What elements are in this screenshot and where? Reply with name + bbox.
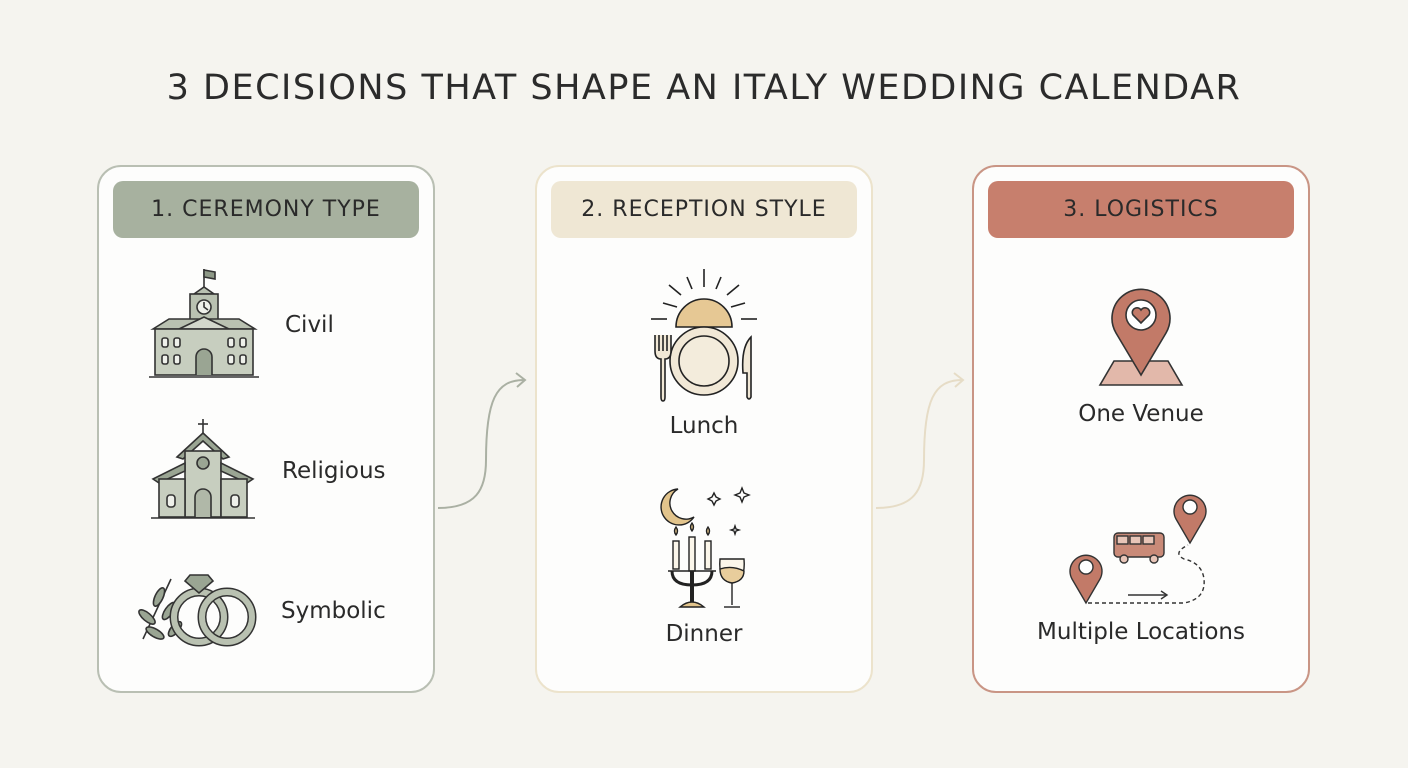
option-one-venue: One Venue	[974, 285, 1308, 427]
arrow-connector-icon	[437, 372, 527, 509]
page-title: 3 DECISIONS THAT SHAPE AN ITALY WEDDING …	[166, 68, 1242, 108]
option-lunch: Lunch	[537, 267, 871, 439]
option-religious: Religious	[151, 419, 386, 523]
option-label: Religious	[282, 458, 386, 484]
option-label: Dinner	[665, 621, 743, 647]
sun-plate-icon	[651, 269, 757, 402]
option-civil: Civil	[149, 267, 334, 382]
card-header: 1. CEREMONY TYPE	[113, 181, 419, 238]
arrow-connector-icon	[875, 372, 965, 509]
option-label: Civil	[285, 311, 334, 338]
card-header: 3. LOGISTICS	[988, 181, 1294, 238]
rings-icon	[138, 574, 257, 647]
option-label: One Venue	[1078, 401, 1204, 427]
church-icon	[151, 419, 255, 519]
candelabra-wine-icon	[660, 486, 751, 608]
card-ceremony-type: 1. CEREMONY TYPE Civil	[97, 165, 435, 693]
option-label: Multiple Locations	[1037, 619, 1245, 645]
option-label: Lunch	[669, 413, 739, 439]
map-pin-heart-icon	[1098, 288, 1184, 386]
option-symbolic: Symbolic	[135, 569, 386, 653]
card-logistics: 3. LOGISTICS One Venue	[972, 165, 1310, 693]
option-multiple-locations: Multiple Locations	[974, 479, 1308, 645]
option-label: Symbolic	[281, 598, 386, 624]
town-hall-icon	[149, 269, 259, 378]
card-reception-style: 2. RECEPTION STYLE Lunch	[535, 165, 873, 693]
option-dinner: Dinner	[537, 485, 871, 647]
card-header: 2. RECEPTION STYLE	[551, 181, 857, 238]
bus-route-icon	[1069, 494, 1207, 605]
